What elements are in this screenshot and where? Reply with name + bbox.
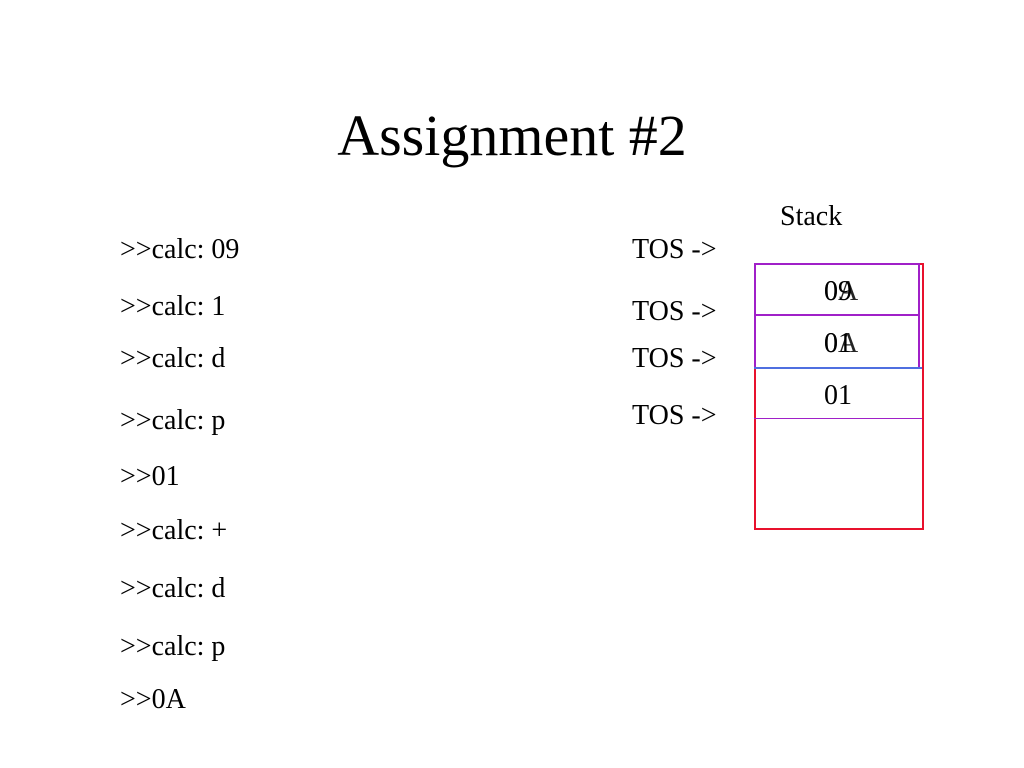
tos-pointer: TOS ->	[632, 400, 717, 431]
command-line: >>calc: d	[120, 573, 226, 604]
command-line: >>calc: p	[120, 405, 226, 436]
command-line: >>calc: 09	[120, 234, 240, 265]
command-line: >>0A	[120, 684, 186, 715]
stack-cell-value: 01	[824, 328, 852, 359]
command-line: >>calc: 1	[120, 291, 226, 322]
stack-divider	[754, 367, 922, 369]
stack-cell-outline-second	[754, 315, 920, 368]
tos-pointer: TOS ->	[632, 343, 717, 374]
command-line: >>calc: d	[120, 343, 226, 374]
slide-title: Assignment #2	[337, 103, 687, 168]
stack-divider	[754, 418, 922, 419]
tos-pointer: TOS ->	[632, 234, 717, 265]
stack-cell-2: 01 0A	[754, 327, 922, 361]
stack-cell-value: 09	[824, 276, 852, 307]
stack-cell-outline-top	[754, 263, 920, 316]
stack-label: Stack	[780, 201, 843, 232]
tos-pointer: TOS ->	[632, 296, 717, 327]
stack-cell-value: 0A	[824, 276, 859, 307]
command-line: >>calc: p	[120, 631, 226, 662]
stack-cell-value: 0A	[824, 328, 859, 359]
command-line: >>calc: +	[120, 515, 228, 546]
stack-cell-3: 01	[824, 380, 852, 411]
stack-cell-1: 09 0A	[754, 275, 922, 309]
command-line: >>01	[120, 461, 180, 492]
